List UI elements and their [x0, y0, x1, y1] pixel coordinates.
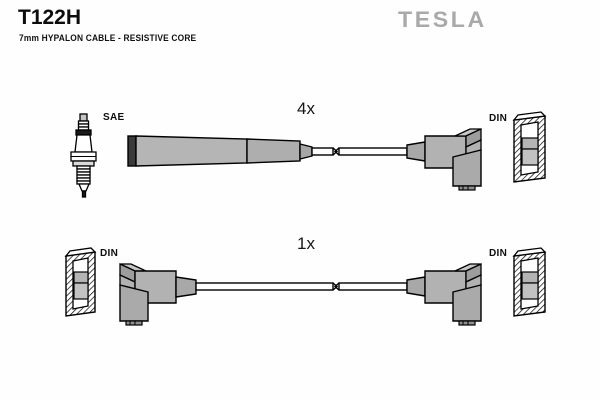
din-label-row1-right: DIN — [489, 113, 508, 124]
page-title: T122H — [18, 6, 82, 29]
din-label-row2-right: DIN — [489, 248, 508, 259]
din-label-row2-left: DIN — [100, 248, 119, 259]
assembly-4x — [127, 127, 482, 191]
sae-label: SAE — [103, 112, 125, 123]
quantity-label-row2: 1x — [297, 234, 315, 253]
din-socket-icon-row1 — [512, 111, 547, 183]
din-socket-icon-row2-left — [64, 247, 97, 317]
page-subtitle: 7mm HYPALON CABLE - RESISTIVE CORE — [19, 33, 197, 43]
assembly-1x — [119, 262, 482, 326]
spark-plug-icon — [70, 113, 97, 198]
din-socket-icon-row2-right — [512, 247, 547, 317]
quantity-label-row1: 4x — [297, 99, 315, 118]
brand-logo: TESLA — [398, 7, 487, 32]
